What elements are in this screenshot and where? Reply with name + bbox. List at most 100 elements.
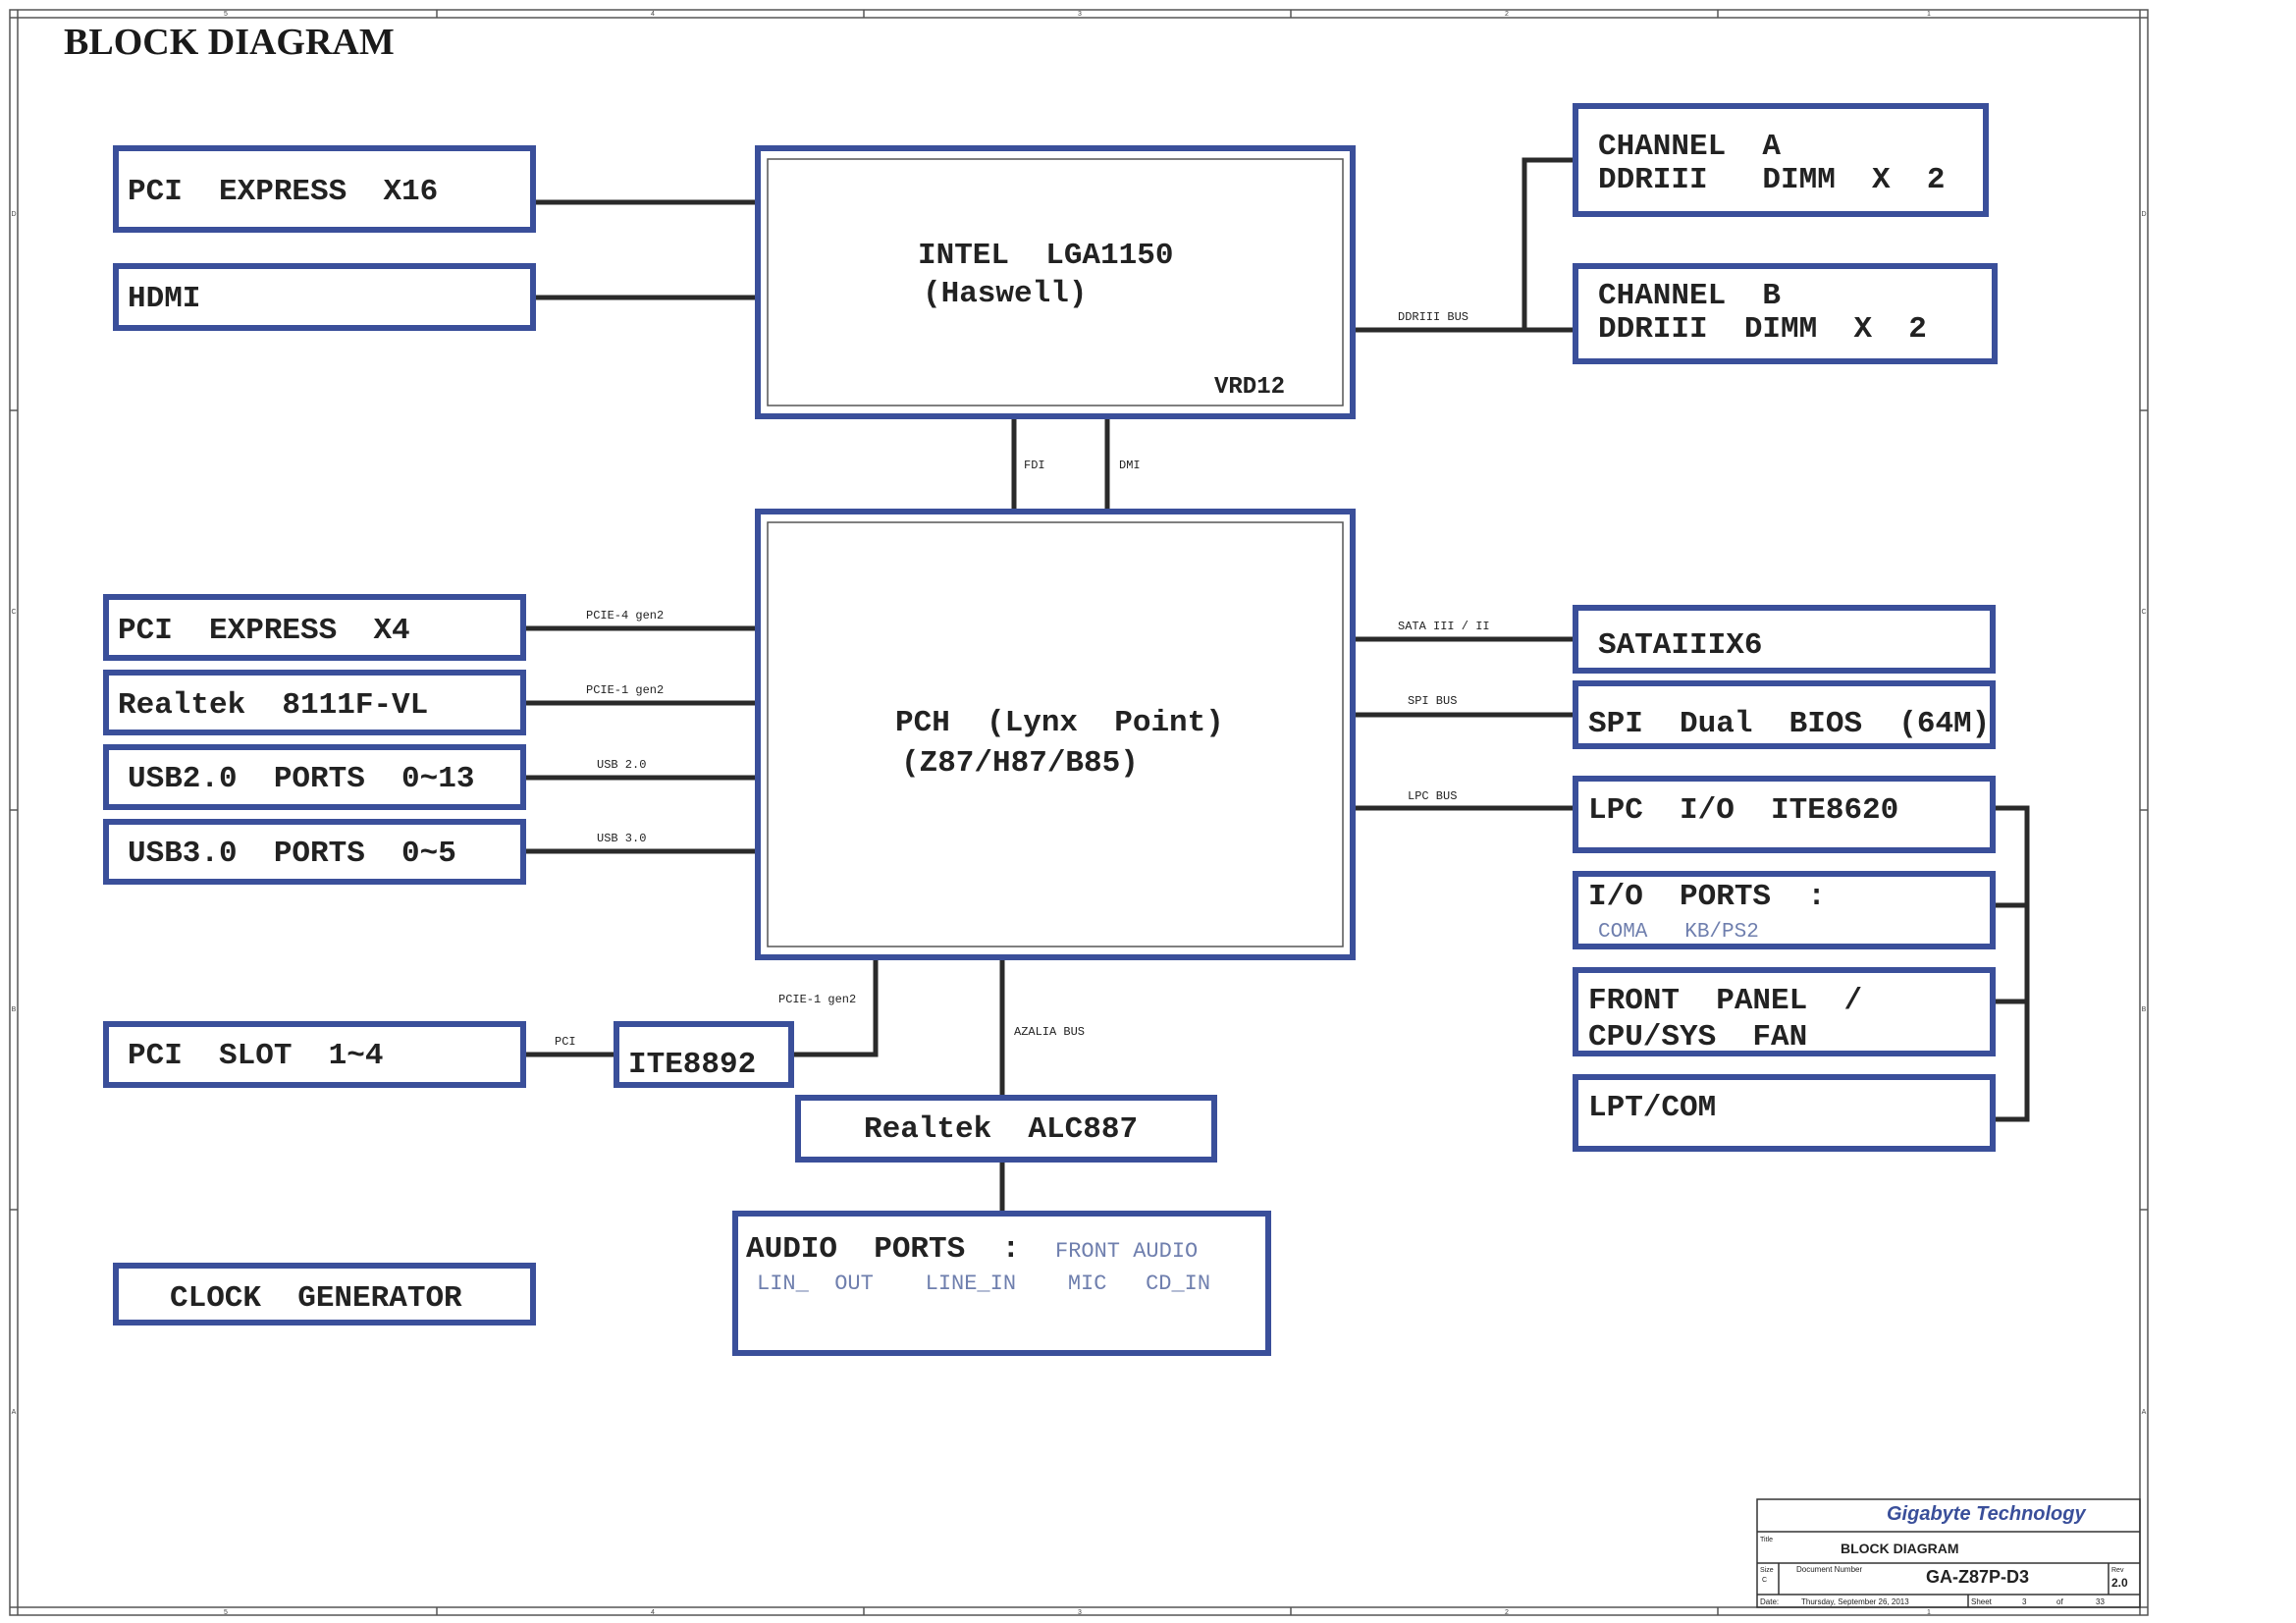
- border-row-label: A: [12, 1409, 17, 1416]
- border-row-label: D: [11, 211, 16, 218]
- border-labels: 5 4 3 2 1 5 4 3 2 1 D C B A D C B A: [11, 11, 2146, 1616]
- bus-label-ddriii: DDRIII BUS: [1398, 310, 1468, 324]
- label-channel-b-line1: CHANNEL B: [1598, 279, 1781, 313]
- block-pci-slot: [103, 1021, 526, 1088]
- wire-ite8892: [791, 957, 879, 1057]
- border-row-label: D: [2141, 211, 2146, 218]
- title-block-doc-label: Document Number: [1796, 1565, 1862, 1574]
- label-spi-bios: SPI Dual BIOS (64M): [1588, 707, 1990, 741]
- label-lpc-io: LPC I/O ITE8620: [1588, 793, 1898, 828]
- label-pch-line2: (Z87/H87/B85): [901, 746, 1139, 781]
- label-io-ports: I/O PORTS :: [1588, 880, 1826, 914]
- bus-label-fdi: FDI: [1024, 459, 1045, 472]
- label-channel-b-line2: DDRIII DIMM X 2: [1598, 312, 1927, 347]
- block-audio-ports: [732, 1211, 1271, 1356]
- block-pch-inner-frame: [767, 521, 1344, 947]
- border-row-label: A: [2142, 1409, 2147, 1416]
- block-lpc-io: [1573, 776, 1996, 853]
- block-lpt-com: [1573, 1074, 1996, 1152]
- title-block-sheet-label: Sheet: [1971, 1597, 1993, 1606]
- connection-lines: [523, 157, 2030, 1214]
- bus-label-spi: SPI BUS: [1408, 694, 1457, 708]
- border-col-label: 5: [224, 1609, 228, 1616]
- bus-label-pcie4: PCIE-4 gen2: [586, 609, 664, 622]
- label-sata: SATAIIIX6: [1598, 628, 1762, 663]
- border-col-label: 1: [1927, 11, 1931, 18]
- label-cpu-line1: INTEL LGA1150: [918, 239, 1173, 273]
- label-pch-line1: PCH (Lynx Point): [895, 706, 1224, 740]
- wire-ddr-a: [1353, 157, 1575, 333]
- title-block-of: 33: [2096, 1597, 2105, 1606]
- bus-label-usb20: USB 2.0: [597, 758, 646, 772]
- border-col-label: 1: [1927, 1609, 1931, 1616]
- label-hdmi: HDMI: [128, 282, 200, 316]
- label-usb3: USB3.0 PORTS 0~5: [128, 837, 456, 871]
- bus-label-sata: SATA III / II: [1398, 620, 1490, 633]
- title-block-rev: 2.0: [2111, 1576, 2128, 1590]
- title-block-doc: GA-Z87P-D3: [1926, 1567, 2029, 1587]
- label-cpu-vrd: VRD12: [1214, 374, 1285, 401]
- title-block: [1756, 1498, 2141, 1608]
- inner-frames: [767, 158, 1344, 947]
- title-block-date: Thursday, September 26, 2013: [1801, 1597, 1909, 1606]
- block-pcie-x16: [113, 145, 536, 233]
- label-cpu-line2: (Haswell): [923, 277, 1087, 311]
- border-row-label: C: [2141, 609, 2146, 616]
- label-channel-a-line2: DDRIII DIMM X 2: [1598, 163, 1945, 197]
- title-block-size-label: Size: [1760, 1567, 1774, 1574]
- label-audio-sub: LIN_ OUT LINE_IN MIC CD_IN: [757, 1271, 1210, 1296]
- block-usb3: [103, 819, 526, 885]
- label-front-panel-line1: FRONT PANEL /: [1588, 984, 1862, 1018]
- block-spi-bios: [1573, 680, 1996, 749]
- label-clock-generator: CLOCK GENERATOR: [170, 1281, 462, 1316]
- border-col-label: 5: [224, 11, 228, 18]
- border-row-label: B: [2142, 1006, 2147, 1013]
- label-channel-a-line1: CHANNEL A: [1598, 130, 1781, 164]
- block-sata: [1573, 605, 1996, 674]
- block-io-ports: [1573, 871, 1996, 949]
- label-audio-ports: AUDIO PORTS :: [746, 1232, 1020, 1267]
- title-block-rev-label: Rev: [2111, 1567, 2124, 1574]
- border-col-label: 4: [651, 1609, 655, 1616]
- block-cpu: [755, 145, 1356, 419]
- block-realtek-audio: [795, 1095, 1217, 1163]
- wire-superio-trunk: [1993, 805, 2030, 1122]
- bus-labels: DDRIII BUS FDI DMI PCIE-4 gen2 PCIE-1 ge…: [555, 310, 1490, 1049]
- bus-label-dmi: DMI: [1119, 459, 1141, 472]
- border-col-label: 4: [651, 11, 655, 18]
- title-block-title: BLOCK DIAGRAM: [1841, 1541, 1959, 1556]
- bus-label-pcie1-ite: PCIE-1 gen2: [778, 993, 856, 1006]
- bus-label-pcie1-lan: PCIE-1 gen2: [586, 683, 664, 697]
- block-front-panel: [1573, 967, 1996, 1056]
- title-block-company: Gigabyte Technology: [1887, 1503, 2086, 1525]
- label-usb2: USB2.0 PORTS 0~13: [128, 762, 474, 796]
- label-io-ports-sub: COMA KB/PS2: [1598, 921, 1759, 944]
- border-row-label: C: [11, 609, 16, 616]
- title-block-text: Gigabyte Technology Title BLOCK DIAGRAM …: [1760, 1503, 2128, 1606]
- page-title: BLOCK DIAGRAM: [64, 22, 395, 63]
- bus-label-pci: PCI: [555, 1035, 576, 1049]
- block-labels: PCI EXPRESS X16 HDMI INTEL LGA1150 (Hasw…: [118, 130, 1990, 1316]
- block-pcie-x4: [103, 594, 526, 661]
- label-realtek-lan: Realtek 8111F-VL: [118, 688, 428, 723]
- bus-label-azalia: AZALIA BUS: [1014, 1025, 1085, 1039]
- title-block-date-label: Date:: [1760, 1597, 1779, 1606]
- border-row-label: B: [12, 1006, 17, 1013]
- block-hdmi: [113, 263, 536, 331]
- block-realtek-lan: [103, 670, 526, 735]
- bus-label-usb30: USB 3.0: [597, 832, 646, 845]
- block-channel-b: [1573, 263, 1998, 364]
- border-col-label: 2: [1505, 1609, 1509, 1616]
- block-cpu-inner-frame: [767, 158, 1344, 406]
- block-channel-a: [1573, 103, 1989, 217]
- title-block-of-label: of: [2056, 1597, 2063, 1606]
- border-col-label: 2: [1505, 11, 1509, 18]
- label-ite8892: ITE8892: [628, 1048, 756, 1082]
- block-usb2: [103, 744, 526, 810]
- label-realtek-audio: Realtek ALC887: [864, 1112, 1138, 1147]
- label-lpt-com: LPT/COM: [1588, 1091, 1716, 1125]
- block-clock-generator: [113, 1263, 536, 1325]
- label-pcie-x16: PCI EXPRESS X16: [128, 175, 438, 209]
